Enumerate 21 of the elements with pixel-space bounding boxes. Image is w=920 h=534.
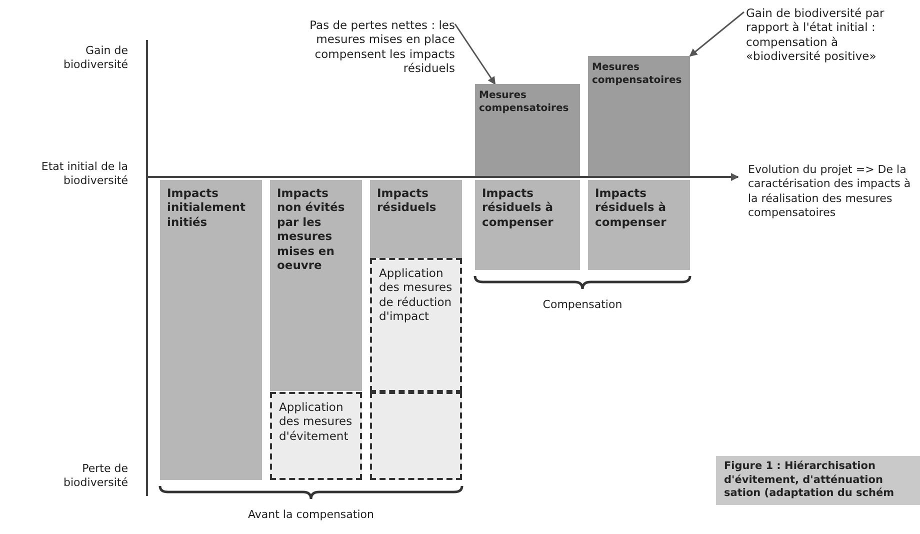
- axis-label: Etat initial de la biodiversité: [40, 160, 128, 189]
- annotation-text: Gain de biodiversité par rapport à l'état initial : compensation à «biodiversité positive»: [746, 6, 916, 64]
- figure-caption: Figure 1 : Hiérarchisation d'évitement, d'atténuation sation (adaptation du schém: [716, 456, 920, 505]
- impact-bar: Impacts initialement initiés: [160, 180, 262, 480]
- avoidance-box: Application des mesures d'évitement: [270, 392, 362, 480]
- impact-bar: Impacts résiduels: [370, 180, 462, 258]
- axis-label: Perte de biodiversité: [62, 462, 128, 491]
- axis-label: Gain de biodiversité: [62, 44, 128, 73]
- compensation-bar: Mesures compensatoires: [588, 56, 690, 176]
- brace-label: Compensation: [542, 298, 624, 312]
- annotation-text: Evolution du projet => De la caractérisation des impacts à la réalisation des mesures compensatoires: [748, 163, 912, 220]
- impact-bar: Impacts résiduels à compenser: [475, 180, 580, 270]
- annotation-text: Pas de pertes nettes : les mesures mises en place compensent les impacts résiduels: [290, 18, 455, 76]
- leader-arrow: [454, 24, 496, 85]
- impact-bar: Impacts résiduels à compenser: [588, 180, 690, 270]
- leader-arrow: [689, 11, 744, 57]
- dashed-box: [370, 392, 462, 480]
- impact-bar: Impacts non évités par les mesures mises en oeuvre: [270, 180, 362, 391]
- reduction-box: Application des mesures de réduction d'impact: [370, 258, 462, 392]
- brace-label: Avant la compensation: [247, 508, 375, 522]
- compensation-bar: Mesures compensatoires: [475, 84, 580, 176]
